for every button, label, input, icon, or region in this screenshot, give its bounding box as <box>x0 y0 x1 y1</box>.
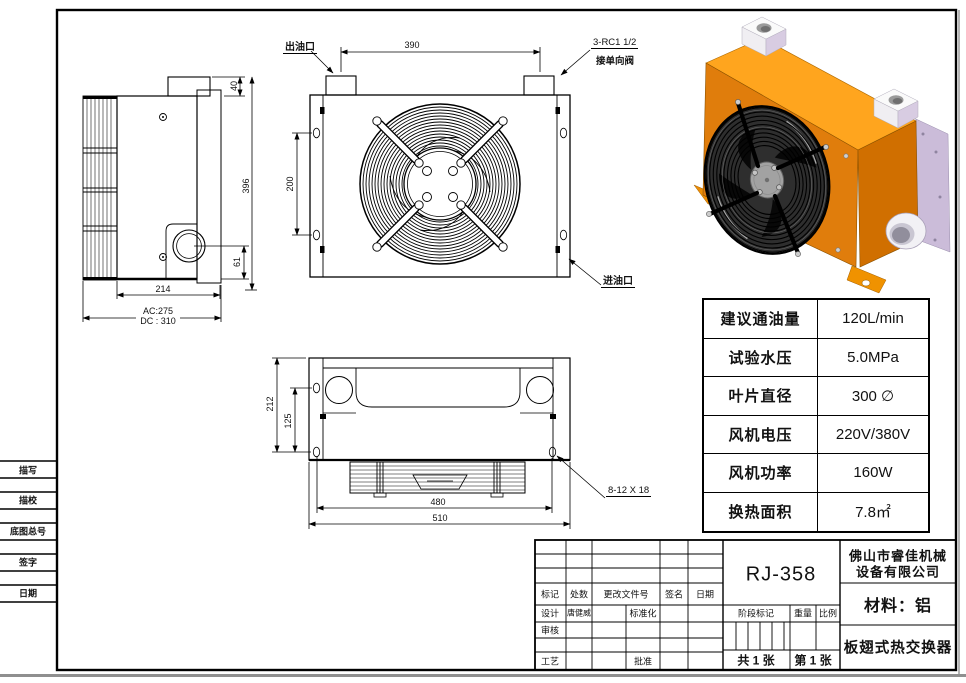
dim-ac275: AC:275 <box>142 306 174 316</box>
spec-label: 建议通油量 <box>704 300 818 339</box>
mounting-foot-right <box>846 265 887 294</box>
fitting-note-line2: 接单向阀 <box>596 56 635 67</box>
fan-guard-rings <box>359 103 521 265</box>
row-standardization: 标准化 <box>629 608 657 619</box>
spec-value: 300 ∅ <box>818 377 928 416</box>
margin-label-boxes <box>0 460 57 603</box>
spec-value: 160W <box>818 454 928 493</box>
stage-mark-label: 阶段标记 <box>737 608 775 619</box>
dim-212: 212 <box>265 396 275 412</box>
spec-table: 建议通油量 120L/min 试验水压 5.0MPa 叶片直径 300 ∅ 风机… <box>702 298 930 533</box>
designer-name: 唐健威 <box>567 608 591 618</box>
dim-200: 200 <box>285 176 295 192</box>
company-name-line1: 佛山市睿佳机械 <box>848 548 948 564</box>
scale-label: 比例 <box>818 608 838 619</box>
fan-guard-spokes <box>372 116 508 252</box>
col-sign: 签名 <box>664 589 684 600</box>
margin-label-trace: 描写 <box>18 465 38 476</box>
dim-61: 61 <box>232 256 242 268</box>
sheet-total: 共 1 张 <box>737 653 775 668</box>
margin-label-signature: 签字 <box>18 557 38 568</box>
spec-label: 风机功率 <box>704 454 818 493</box>
dim-125: 125 <box>283 413 293 429</box>
spec-label: 换热面积 <box>704 492 818 531</box>
outlet-port-label: 出油口 <box>283 38 317 54</box>
product-name: 板翅式热交换器 <box>843 640 953 657</box>
company-name-line2: 设备有限公司 <box>855 564 941 580</box>
render-fan <box>703 99 831 257</box>
row-design: 设计 <box>540 608 560 619</box>
top-port-block-near <box>741 16 787 57</box>
material-label: 材料：铝 <box>863 598 933 615</box>
dim-396: 396 <box>241 178 251 194</box>
dim-dc310: DC : 310 <box>138 316 178 326</box>
sheet-frame <box>55 8 958 672</box>
front-view <box>309 75 571 278</box>
front-view-dimensions <box>292 47 602 286</box>
spec-value: 5.0MPa <box>818 339 928 377</box>
spec-label: 叶片直径 <box>704 377 818 416</box>
inlet-port-label: 进油口 <box>601 272 635 288</box>
row-review: 审核 <box>540 625 560 636</box>
dim-480: 480 <box>430 497 446 507</box>
model-number: RJ-358 <box>745 563 817 586</box>
side-view-dimensions <box>82 76 257 322</box>
render-fan-struts <box>707 100 828 256</box>
render-3d <box>693 16 951 294</box>
margin-label-proof: 描校 <box>18 495 38 506</box>
holes-note: 8-12 X 18 <box>606 485 652 497</box>
side-view <box>82 76 222 284</box>
col-mark: 标记 <box>540 589 560 600</box>
bottom-view <box>308 357 571 498</box>
fitting-note-line1: 3-RC1 1/2 <box>591 37 639 49</box>
col-count: 处数 <box>569 589 589 600</box>
page-bottom-bar <box>0 674 966 677</box>
dim-390: 390 <box>404 40 420 50</box>
col-date: 日期 <box>695 589 715 600</box>
weight-label: 重量 <box>793 608 813 619</box>
dim-510: 510 <box>432 513 448 523</box>
spec-value: 220V/380V <box>818 416 928 454</box>
spec-label: 风机电压 <box>704 415 818 454</box>
spec-value: 120L/min <box>818 300 928 339</box>
bottom-view-dimensions <box>272 357 606 529</box>
sheet-number: 第 1 张 <box>794 653 832 668</box>
side-port <box>885 212 927 250</box>
row-approve: 批准 <box>633 656 653 667</box>
page-right-edge <box>958 10 960 674</box>
row-craft: 工艺 <box>540 656 560 667</box>
col-doc-no: 更改文件号 <box>603 589 649 600</box>
spec-value: 7.8㎡ <box>855 504 891 522</box>
title-block-grid <box>534 539 957 671</box>
dim-40: 40 <box>229 80 239 92</box>
margin-label-base-no: 底图总号 <box>9 526 47 537</box>
dim-214: 214 <box>155 284 171 294</box>
top-port-block-far <box>873 88 919 129</box>
spec-label: 试验水压 <box>704 338 818 377</box>
margin-label-date: 日期 <box>18 588 38 599</box>
